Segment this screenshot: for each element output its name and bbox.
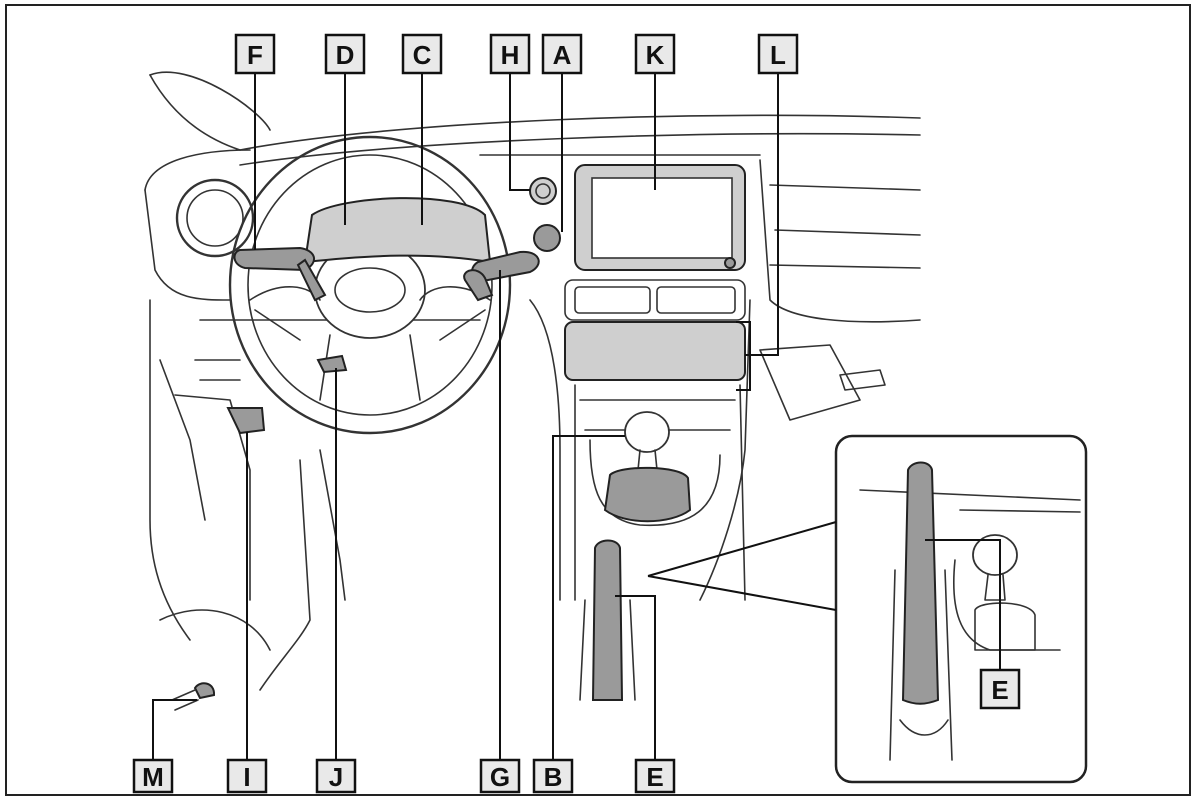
- callout-g: G: [481, 760, 519, 792]
- lever-j: [318, 356, 346, 372]
- callout-a: A: [543, 35, 581, 73]
- callout-g-label: G: [490, 762, 510, 792]
- callout-m: M: [134, 760, 172, 792]
- callout-i-label: I: [243, 762, 250, 792]
- inset-view: [648, 436, 1086, 782]
- callout-j-label: J: [329, 762, 343, 792]
- callout-h-label: H: [501, 40, 520, 70]
- fuel-release-m: [172, 683, 214, 710]
- hood-release-i: [228, 408, 264, 433]
- left-air-vent: [177, 180, 253, 256]
- climate-panel: [565, 322, 745, 380]
- callout-c: C: [403, 35, 441, 73]
- callout-e-inset-label: E: [991, 675, 1008, 705]
- callout-c-label: C: [413, 40, 432, 70]
- callout-b-label: B: [544, 762, 563, 792]
- callout-d: D: [326, 35, 364, 73]
- callout-h: H: [491, 35, 529, 73]
- callout-j: J: [317, 760, 355, 792]
- h-button: [530, 178, 556, 204]
- callout-f: F: [236, 35, 274, 73]
- callout-e-main-label: E: [646, 762, 663, 792]
- callout-a-label: A: [553, 40, 572, 70]
- callout-b: B: [534, 760, 572, 792]
- callout-m-label: M: [142, 762, 164, 792]
- callout-l-label: L: [770, 40, 786, 70]
- dashboard-outline: [145, 72, 920, 690]
- callout-l: L: [759, 35, 797, 73]
- gear-shifter: [605, 412, 690, 521]
- callout-i: I: [228, 760, 266, 792]
- instrument-cluster: [305, 198, 490, 262]
- callout-k: K: [636, 35, 674, 73]
- center-vents: [565, 280, 745, 320]
- center-display: [575, 165, 745, 270]
- callout-e-main: E: [636, 760, 674, 792]
- callout-e-inset: E: [981, 670, 1019, 708]
- callout-k-label: K: [646, 40, 665, 70]
- callout-f-label: F: [247, 40, 263, 70]
- callout-d-label: D: [336, 40, 355, 70]
- a-button: [534, 225, 560, 251]
- parking-brake-lever: [580, 541, 635, 701]
